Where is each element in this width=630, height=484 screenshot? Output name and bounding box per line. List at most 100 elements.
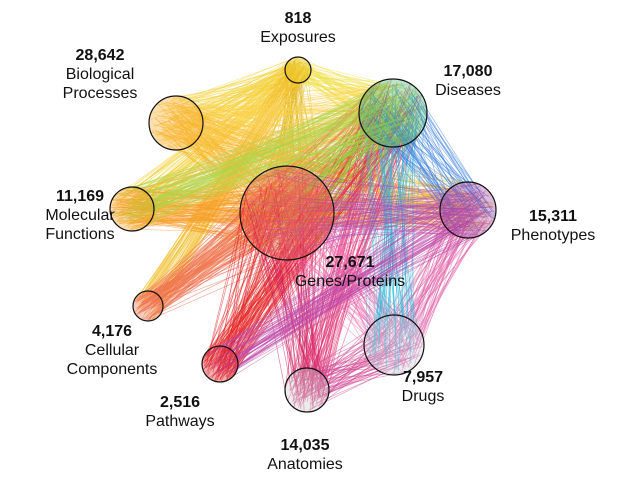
node-genes-proteins xyxy=(239,165,335,261)
edge-line xyxy=(259,187,386,321)
node-pathways xyxy=(201,345,239,383)
edge-line xyxy=(364,124,388,371)
edge-line xyxy=(308,206,492,225)
label-drugs: 7,957 Drugs xyxy=(402,368,445,406)
edge-line xyxy=(127,101,376,205)
name-anatomies: Anatomies xyxy=(267,456,343,474)
edge-line xyxy=(311,354,372,410)
edge-bundle-diseases-to-molecular-functions xyxy=(112,79,418,228)
edge-line xyxy=(420,118,481,202)
edge-line xyxy=(281,196,303,257)
node-exposures xyxy=(284,56,312,84)
edge-line xyxy=(258,210,280,241)
edge-line xyxy=(181,60,290,101)
edge-line xyxy=(303,110,412,402)
edge-line xyxy=(128,140,410,207)
edge-line xyxy=(378,143,394,343)
edge-line xyxy=(266,191,329,204)
edge-line xyxy=(253,166,295,183)
edge-line xyxy=(313,360,385,397)
edge-line xyxy=(231,216,460,352)
edge-line xyxy=(378,129,394,333)
node-cellular-components xyxy=(132,290,164,322)
edge-line xyxy=(398,105,474,218)
edge-line xyxy=(305,218,328,236)
edge-line xyxy=(289,194,301,210)
edge-line xyxy=(145,115,413,194)
name-biological-processes-1: Biological xyxy=(65,66,135,84)
edge-line xyxy=(274,166,292,179)
name-diseases: Diseases xyxy=(435,82,501,100)
edge-line xyxy=(297,222,305,376)
edge-line xyxy=(128,130,407,202)
edge-line xyxy=(359,110,368,338)
edge-line xyxy=(266,208,475,252)
count-genes-proteins: 27,671 xyxy=(325,254,375,271)
name-pathways: Pathways xyxy=(145,413,215,431)
name-cellular-components-1: Cellular xyxy=(84,342,140,360)
edge-line xyxy=(312,199,317,217)
edge-line xyxy=(134,81,392,218)
edge-line xyxy=(124,107,382,202)
edge-line xyxy=(374,220,488,353)
edge-line xyxy=(208,223,459,354)
count-cellular-components: 4,176 xyxy=(91,323,133,340)
edge-line xyxy=(293,206,328,248)
edge-line xyxy=(270,174,319,189)
name-biological-processes-2: Processes xyxy=(62,85,138,103)
edge-line xyxy=(241,209,248,220)
edge-line xyxy=(292,343,420,397)
edge-line xyxy=(290,252,409,347)
edge-line xyxy=(171,84,405,100)
count-molecular-functions: 11,169 xyxy=(55,188,105,205)
edge-line xyxy=(270,195,455,246)
edge-line xyxy=(214,203,471,361)
edge-line xyxy=(231,200,444,361)
edge-line xyxy=(378,217,494,362)
edge-line xyxy=(139,111,378,227)
name-drugs: Drugs xyxy=(401,388,445,406)
edge-line xyxy=(152,110,408,307)
edge-line xyxy=(273,172,309,197)
edge-line xyxy=(277,189,317,245)
edge-line xyxy=(220,190,479,352)
edge-line xyxy=(319,355,384,406)
edge-line xyxy=(420,105,474,189)
label-genes-proteins: 27,671 Genes/Proteins xyxy=(295,253,405,291)
edge-line xyxy=(303,135,417,399)
name-molecular-functions-2: Functions xyxy=(45,226,115,244)
edge-line xyxy=(206,131,379,355)
edge-line xyxy=(275,168,305,228)
count-pathways: 2,516 xyxy=(159,394,201,411)
edge-line xyxy=(220,205,456,349)
edge-line xyxy=(308,67,386,86)
edge-line xyxy=(124,116,410,190)
edge-line xyxy=(259,207,263,253)
edge-line xyxy=(290,191,307,227)
edge-line xyxy=(415,95,450,230)
edge-line xyxy=(262,183,288,197)
edge-line xyxy=(205,195,475,368)
label-phenotypes: 15,311 Phenotypes xyxy=(511,207,596,245)
node-molecular-functions xyxy=(109,186,155,232)
edge-line xyxy=(156,247,290,315)
edge-line xyxy=(250,178,286,214)
edge-line xyxy=(306,202,310,205)
edge-line xyxy=(268,251,373,332)
edge-line xyxy=(308,200,470,204)
edge-line xyxy=(324,192,334,206)
edge-line xyxy=(224,226,250,352)
edge-line xyxy=(259,221,264,251)
edge-line xyxy=(151,92,417,207)
edge-line xyxy=(223,233,483,362)
edge-line xyxy=(252,223,286,393)
edge-line xyxy=(280,217,319,245)
edge-line xyxy=(245,183,309,229)
edge-line xyxy=(203,196,449,357)
edge-line xyxy=(270,169,478,199)
edge-line xyxy=(181,120,394,130)
node-anatomies xyxy=(284,367,330,413)
edge-line xyxy=(283,175,288,220)
